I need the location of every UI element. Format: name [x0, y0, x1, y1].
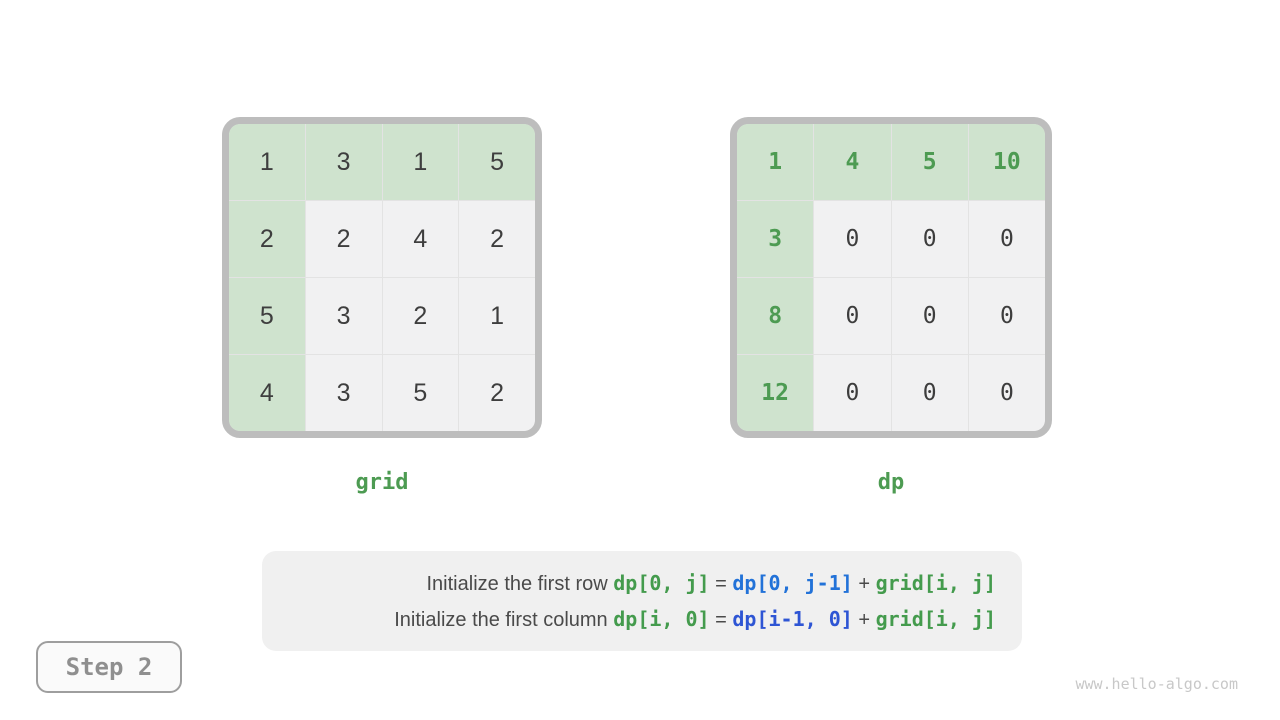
dp-cell: 1 — [737, 124, 814, 200]
dp-cell-value: 0 — [845, 303, 860, 329]
grid-cell: 2 — [459, 201, 535, 277]
grid-cell: 5 — [382, 355, 459, 431]
grid-cell: 4 — [229, 355, 305, 431]
grid-cell: 2 — [305, 201, 382, 277]
dp-cell: 4 — [814, 124, 891, 200]
formula-row-equals: = — [709, 572, 733, 595]
grid-cell: 3 — [305, 278, 382, 354]
formula-column-prefix: Initialize the first column — [394, 608, 614, 631]
formula-row-prefix: Initialize the first row — [426, 572, 614, 595]
dp-cell: 0 — [891, 278, 968, 354]
grid-cell: 2 — [459, 355, 535, 431]
grid-cell-value: 1 — [259, 147, 274, 176]
grid-cell-value: 1 — [490, 301, 505, 330]
step-badge: Step 2 — [36, 641, 182, 693]
grid-cell-value: 5 — [490, 147, 505, 176]
grid-cell: 2 — [382, 278, 459, 354]
dp-cell-value: 8 — [768, 303, 783, 329]
watermark: www.hello-algo.com — [1075, 675, 1238, 693]
formula-row-plus: + — [852, 572, 876, 595]
formula-column-equals: = — [709, 608, 733, 631]
formula-column-plus: + — [852, 608, 876, 631]
dp-cell: 0 — [968, 355, 1045, 431]
dp-cell-value: 0 — [922, 303, 937, 329]
dp-cell: 8 — [737, 278, 814, 354]
formula-line-column: Initialize the first column dp[i, 0] = d… — [394, 607, 996, 632]
dp-matrix: 1 4 5 10 3 0 0 0 8 0 0 0 12 0 0 0 — [730, 117, 1052, 438]
dp-cell: 5 — [891, 124, 968, 200]
grid-cell-value: 1 — [413, 147, 428, 176]
grid-cell: 3 — [305, 124, 382, 200]
grid-cell: 1 — [459, 278, 535, 354]
grid-cell: 1 — [382, 124, 459, 200]
grid-cell: 3 — [305, 355, 382, 431]
dp-cell-value: 0 — [845, 226, 860, 252]
dp-cell: 0 — [814, 201, 891, 277]
grid-cell-value: 2 — [490, 224, 505, 253]
grid-label: grid — [355, 470, 409, 495]
formula-column-lhs: dp[i, 0] — [613, 606, 710, 631]
formula-row-lhs: dp[0, j] — [613, 570, 710, 595]
formula-row-term2: grid[i, j] — [875, 570, 996, 595]
dp-matrix-cells: 1 4 5 10 3 0 0 0 8 0 0 0 12 0 0 0 — [737, 124, 1045, 431]
dp-cell-value: 0 — [845, 380, 860, 406]
grid-cell-value: 4 — [259, 378, 274, 407]
formula-line-row: Initialize the first row dp[0, j] = dp[0… — [427, 571, 997, 596]
dp-cell-value: 0 — [922, 380, 937, 406]
dp-cell-value: 0 — [999, 226, 1014, 252]
formula-column-term2: grid[i, j] — [875, 606, 996, 631]
dp-cell: 0 — [891, 355, 968, 431]
grid-cell: 2 — [229, 201, 305, 277]
dp-cell-value: 0 — [999, 303, 1014, 329]
grid-cell-value: 2 — [259, 224, 274, 253]
dp-cell: 0 — [891, 201, 968, 277]
grid-cell: 5 — [459, 124, 535, 200]
grid-cell-value: 2 — [413, 301, 428, 330]
grid-cell-value: 3 — [336, 147, 351, 176]
dp-cell: 0 — [968, 278, 1045, 354]
dp-cell-value: 12 — [761, 380, 789, 406]
grid-cell-value: 4 — [413, 224, 428, 253]
dp-cell-value: 0 — [922, 226, 937, 252]
dp-cell: 0 — [968, 201, 1045, 277]
dp-cell: 0 — [814, 278, 891, 354]
formula-box: Initialize the first row dp[0, j] = dp[0… — [262, 551, 1022, 651]
grid-cell: 1 — [229, 124, 305, 200]
grid-cell-value: 5 — [259, 301, 274, 330]
dp-cell-value: 4 — [845, 149, 860, 175]
grid-matrix-cells: 1 3 1 5 2 2 4 2 5 3 2 1 4 3 5 2 — [229, 124, 535, 431]
formula-column-term1: dp[i-1, 0] — [732, 606, 853, 631]
dp-cell-value: 3 — [768, 226, 783, 252]
dp-cell: 10 — [968, 124, 1045, 200]
step-badge-label: Step 2 — [65, 653, 153, 681]
grid-cell-value: 5 — [413, 378, 428, 407]
dp-cell-value: 5 — [922, 149, 937, 175]
grid-cell: 5 — [229, 278, 305, 354]
dp-cell: 0 — [814, 355, 891, 431]
grid-cell-value: 3 — [336, 301, 351, 330]
formula-row-term1: dp[0, j-1] — [732, 570, 853, 595]
dp-cell-value: 10 — [993, 149, 1021, 175]
grid-cell-value: 3 — [336, 378, 351, 407]
grid-matrix: 1 3 1 5 2 2 4 2 5 3 2 1 4 3 5 2 — [222, 117, 542, 438]
dp-cell-value: 1 — [768, 149, 783, 175]
grid-cell-value: 2 — [490, 378, 505, 407]
grid-cell-value: 2 — [336, 224, 351, 253]
dp-label: dp — [877, 470, 905, 495]
dp-cell: 3 — [737, 201, 814, 277]
grid-cell: 4 — [382, 201, 459, 277]
dp-cell: 12 — [737, 355, 814, 431]
dp-cell-value: 0 — [999, 380, 1014, 406]
